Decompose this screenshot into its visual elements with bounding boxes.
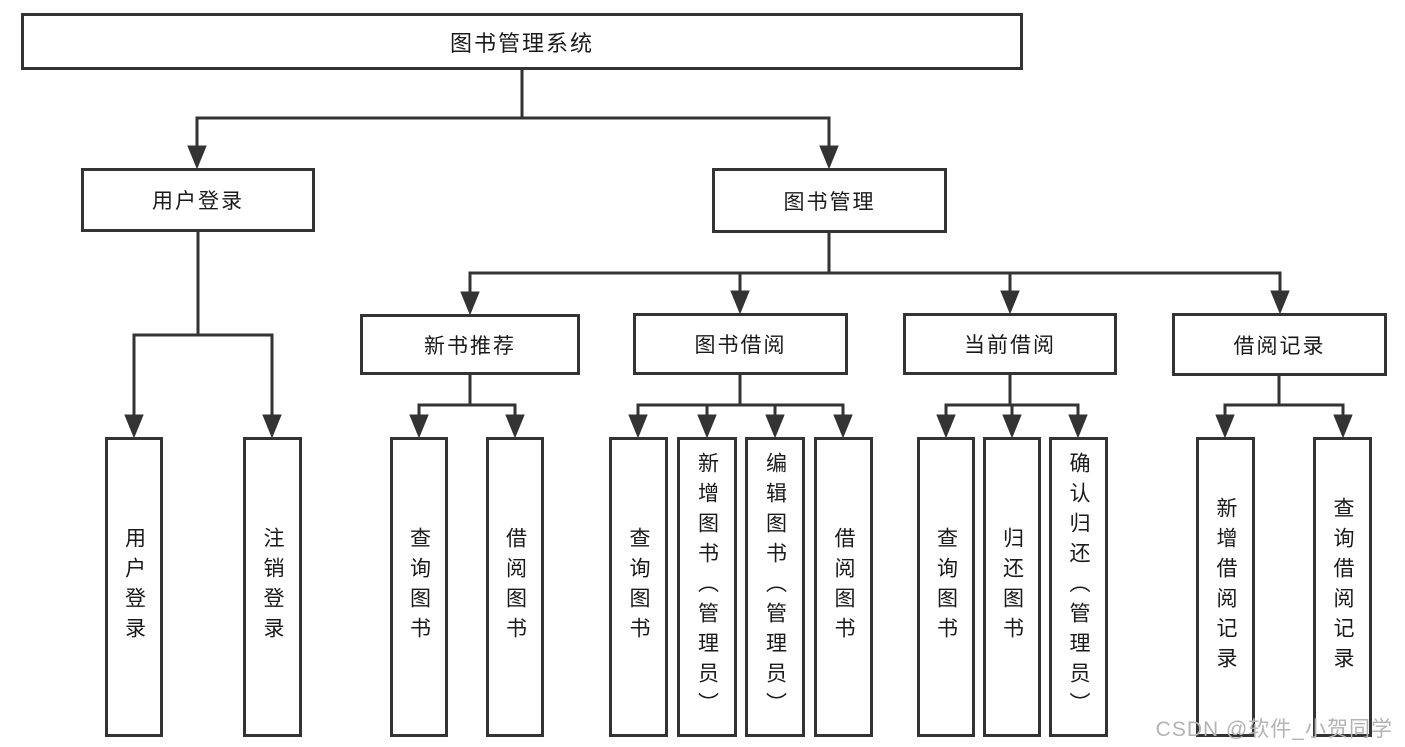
leaf-query-books-borrowing: 查询图书	[609, 437, 668, 737]
leaf-query-books-current: 查询图书	[917, 437, 975, 737]
leaf-label: 注销登录	[261, 527, 284, 647]
node-new-book-recommendation: 新书推荐	[360, 314, 580, 375]
leaf-label: 查询图书	[934, 527, 958, 647]
node-current-borrowing: 当前借阅	[903, 313, 1117, 375]
leaf-label: 确认归还（管理员）	[1067, 452, 1090, 722]
leaf-borrow-books-borrowing: 借阅图书	[814, 437, 873, 737]
leaf-logout: 注销登录	[243, 437, 302, 737]
leaf-label: 用户登录	[122, 527, 146, 647]
node-library-management-system: 图书管理系统	[21, 13, 1023, 70]
leaf-label: 借阅图书	[832, 527, 855, 647]
watermark: CSDN @软件_小贺同学	[1155, 718, 1393, 741]
leaf-label: 查询图书	[407, 527, 431, 647]
leaf-return-books: 归还图书	[983, 437, 1041, 737]
leaf-label: 查询图书	[627, 527, 650, 647]
node-book-borrowing: 图书借阅	[633, 313, 848, 375]
leaf-add-books-admin: 新增图书（管理员）	[677, 437, 737, 737]
leaf-user-login: 用户登录	[105, 437, 163, 737]
leaf-label: 编辑图书（管理员）	[763, 452, 787, 722]
leaf-query-books-recommend: 查询图书	[390, 437, 448, 737]
leaf-query-borrow-record: 查询借阅记录	[1313, 437, 1372, 737]
node-user-login: 用户登录	[81, 168, 315, 232]
leaf-label: 归还图书	[1000, 527, 1024, 647]
node-book-management: 图书管理	[712, 168, 947, 233]
leaf-borrow-books-recommend: 借阅图书	[486, 437, 544, 737]
leaf-confirm-return-admin: 确认归还（管理员）	[1049, 437, 1108, 737]
leaf-label: 查询借阅记录	[1331, 497, 1354, 677]
leaf-edit-books-admin: 编辑图书（管理员）	[745, 437, 805, 737]
leaf-label: 借阅图书	[503, 527, 527, 647]
leaf-label: 新增借阅记录	[1214, 497, 1237, 677]
node-borrowing-records: 借阅记录	[1172, 313, 1387, 376]
leaf-add-borrow-record: 新增借阅记录	[1196, 437, 1255, 737]
leaf-label: 新增图书（管理员）	[695, 452, 719, 722]
